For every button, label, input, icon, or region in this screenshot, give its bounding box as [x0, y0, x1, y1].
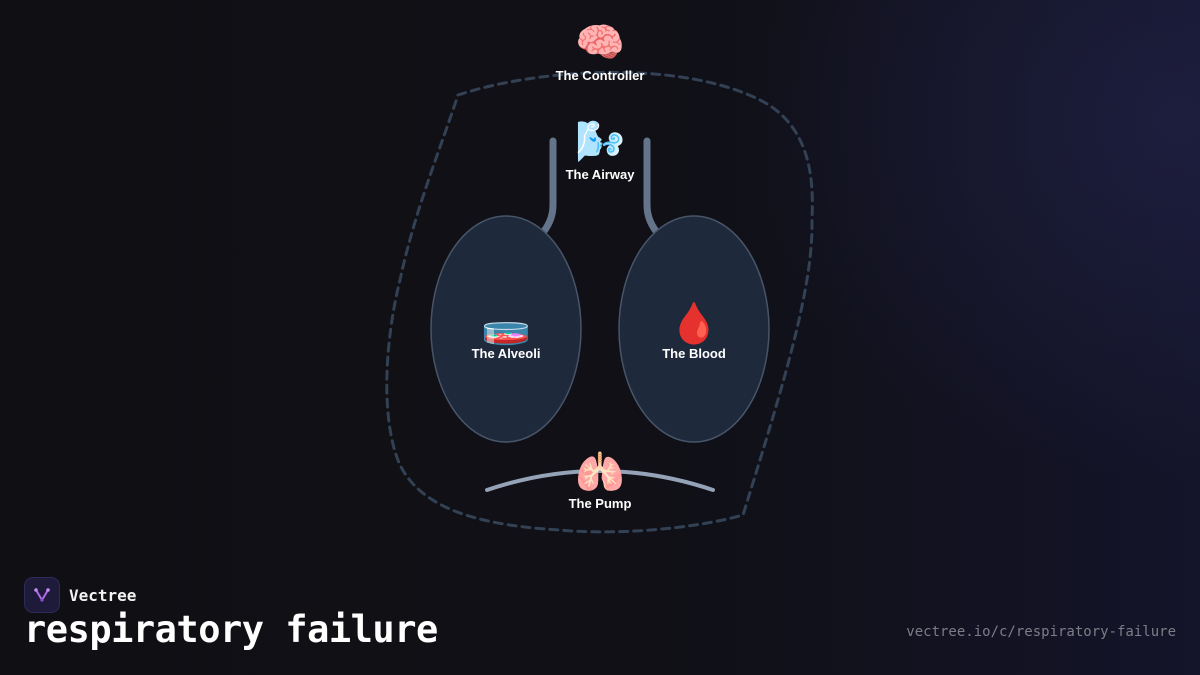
pump-arc: [485, 469, 715, 492]
node-label-alveoli: The Alveoli: [472, 346, 541, 361]
node-pump: 🫁 The Pump: [569, 450, 632, 511]
wind-face-icon: 🌬️: [575, 119, 625, 165]
node-airway: 🌬️ The Airway: [566, 119, 636, 182]
brand-name: Vectree: [69, 585, 137, 605]
left-lung-lobe: [430, 215, 582, 443]
node-controller: 🧠 The Controller: [556, 20, 645, 83]
node-label-airway: The Airway: [566, 167, 636, 182]
page-url[interactable]: vectree.io/c/respiratory-failure: [906, 624, 1176, 640]
petri-dish-icon: 🧫: [481, 301, 531, 347]
node-label-blood: The Blood: [662, 346, 726, 361]
airway-right-branch: [643, 137, 664, 240]
lungs-icon: 🫁: [575, 450, 625, 496]
blood-drop-icon: 🩸: [669, 300, 719, 347]
node-blood: 🩸 The Blood: [662, 300, 726, 361]
page-title: respiratory failure: [24, 608, 438, 651]
brand[interactable]: Vectree: [24, 577, 136, 613]
body-outline: [385, 70, 814, 534]
node-alveoli: 🧫 The Alveoli: [472, 301, 541, 361]
node-label-pump: The Pump: [569, 496, 632, 511]
vectree-logo-icon: [24, 577, 60, 613]
brain-icon: 🧠: [575, 20, 625, 66]
airway-left-branch: [536, 137, 557, 240]
right-lung-lobe: [618, 215, 770, 443]
node-label-controller: The Controller: [556, 68, 645, 83]
vectree-logo-mark: [34, 588, 50, 602]
